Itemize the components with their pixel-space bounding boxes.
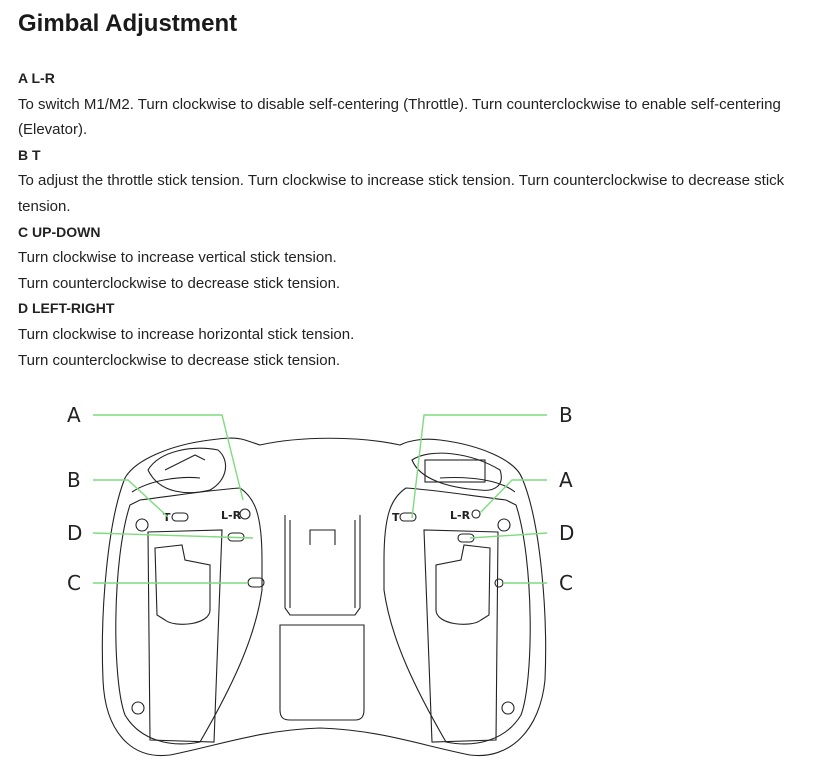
section-heading: C UP-DOWN bbox=[18, 223, 101, 240]
callout-label: C bbox=[559, 571, 573, 595]
page-title: Gimbal Adjustment bbox=[18, 10, 238, 37]
section-text: Turn counterclockwise to decrease stick … bbox=[18, 351, 341, 369]
section-text: To switch M1/M2. Turn clockwise to disab… bbox=[18, 95, 781, 139]
leader-lines bbox=[92, 414, 548, 584]
screw-label-lr: L-R bbox=[221, 509, 242, 522]
callout-label: C bbox=[67, 571, 81, 595]
instructions: A L-R To switch M1/M2. Turn clockwise to… bbox=[18, 66, 828, 373]
controller-outline bbox=[101, 437, 547, 757]
section-text: Turn clockwise to increase vertical stic… bbox=[18, 249, 337, 267]
callout-label: D bbox=[559, 521, 574, 545]
section-text: To adjust the throttle stick tension. Tu… bbox=[18, 172, 785, 215]
screw-label-t: T bbox=[163, 511, 171, 524]
section-text: Turn counterclockwise to decrease stick … bbox=[18, 274, 341, 292]
screw-label-lr: L-R bbox=[450, 509, 471, 522]
section-heading: B T bbox=[18, 146, 41, 163]
screw-label-t: T bbox=[392, 511, 400, 524]
callout-label: A bbox=[559, 468, 573, 492]
callout-label: B bbox=[559, 403, 573, 427]
section-heading: D LEFT-RIGHT bbox=[18, 300, 115, 317]
section-heading: A L-R bbox=[18, 70, 55, 86]
callout-label: B bbox=[67, 468, 81, 492]
section-text: Turn clockwise to increase horizontal st… bbox=[18, 325, 355, 343]
callout-label: A bbox=[67, 403, 81, 427]
callout-label: D bbox=[67, 521, 82, 545]
